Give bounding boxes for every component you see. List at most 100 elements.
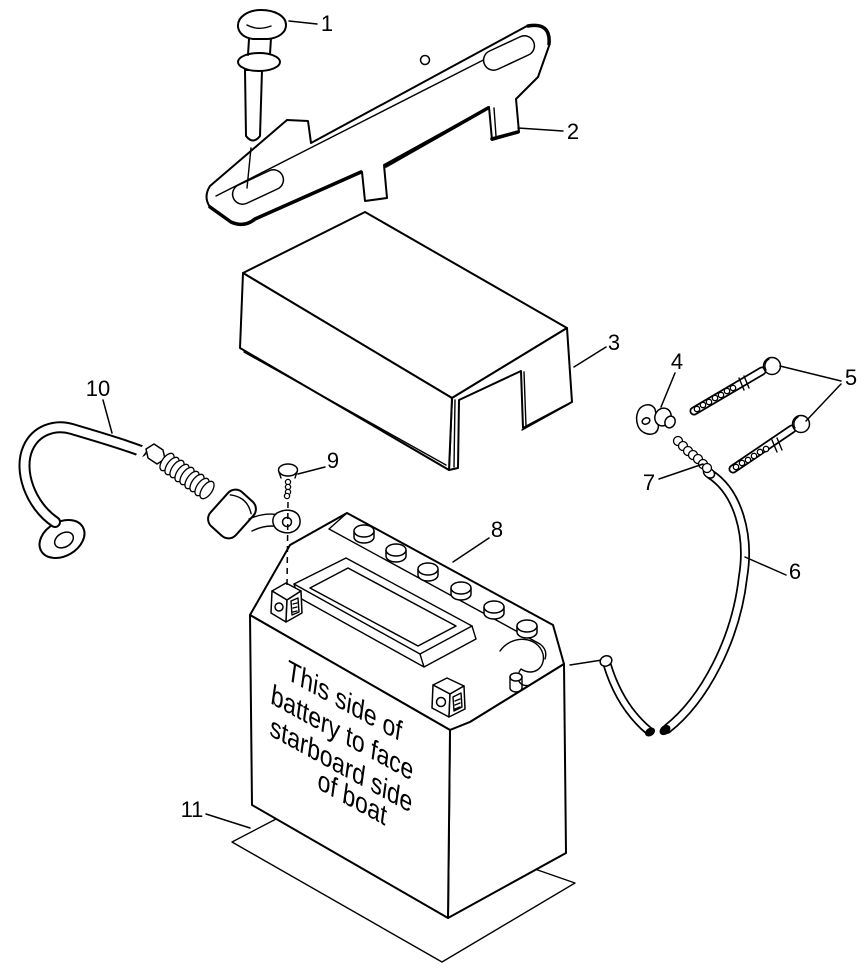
vent-cap	[353, 524, 375, 538]
hose-open-end	[599, 655, 613, 667]
leader-line-3	[573, 346, 607, 368]
part-9-terminal-screw	[277, 463, 299, 587]
callout-7: 7	[643, 470, 655, 495]
cable-terminal-boot	[207, 488, 257, 540]
bolt-head	[236, 9, 287, 40]
tray-island	[309, 567, 457, 647]
bolt-washer	[237, 52, 281, 72]
bracket-slot-left	[231, 169, 285, 205]
fitting-hole	[641, 417, 651, 425]
screw-thread	[283, 492, 291, 500]
screw-thread	[762, 445, 770, 453]
cable-spring-boot	[159, 452, 215, 500]
cover-right-face	[448, 327, 573, 471]
terminal-thread-detail	[290, 597, 300, 616]
hose-main	[662, 469, 750, 734]
battery-vent-rail	[328, 512, 547, 660]
callout-10: 10	[86, 376, 110, 401]
bracket-thick-edges	[208, 23, 551, 227]
vent-cap	[516, 619, 538, 633]
screw-upper	[689, 356, 782, 416]
screw-collar	[771, 437, 783, 453]
screw-thread	[723, 387, 731, 395]
screw-head	[762, 356, 782, 376]
battery-top-tray	[293, 557, 477, 668]
part-4-fitting	[635, 404, 676, 435]
screw-thread	[699, 401, 707, 409]
callout-2: 2	[567, 119, 579, 144]
battery-terminal-right	[431, 677, 466, 718]
part-2-bracket	[205, 23, 551, 227]
screw-thread	[738, 459, 746, 467]
screw-thread	[732, 463, 740, 471]
leader-line-1	[288, 20, 318, 25]
leader-line-11	[205, 813, 251, 829]
callout-11: 11	[181, 797, 204, 822]
vent-cap	[450, 581, 472, 595]
leader-line-4	[660, 372, 676, 408]
battery-vent-notch	[499, 638, 545, 693]
screw-head-detail	[793, 416, 799, 429]
part-5-screws	[689, 356, 811, 474]
leader-line-9	[297, 466, 326, 475]
screw-thread	[729, 384, 737, 392]
callout-8: 8	[491, 517, 503, 542]
callout-3: 3	[608, 330, 620, 355]
callout-6: 6	[789, 559, 801, 584]
vent-nipple-side	[509, 676, 523, 693]
screw-alignment-line	[286, 501, 289, 587]
vent-caps	[353, 524, 538, 639]
screw-head	[791, 414, 811, 434]
bolt-head-detail	[246, 24, 272, 29]
terminal-thread-detail	[452, 692, 463, 712]
screw-thread	[750, 452, 758, 460]
cable-wire-fill	[20, 423, 145, 526]
leader-line-6	[744, 556, 787, 576]
bolt-insert-line	[246, 147, 252, 189]
screw-thread	[693, 405, 701, 413]
boot-top-detail	[229, 494, 252, 515]
callout-9: 9	[327, 448, 339, 473]
terminal-hole	[435, 696, 447, 708]
callouts: 1 2 3 4 5 6 7 8 9 10 11	[86, 11, 857, 829]
leader-line-5	[779, 365, 842, 422]
leader-line-2	[517, 127, 564, 132]
bracket-slot-right	[482, 35, 536, 71]
screw-head-detail	[764, 358, 770, 371]
hose-tip	[659, 724, 671, 736]
hose-tip	[644, 727, 656, 737]
vent-cap	[417, 562, 439, 576]
part-10-battery-cable	[18, 421, 301, 559]
part-3-battery-cover	[239, 211, 573, 471]
callout-4: 4	[671, 349, 683, 374]
callout-5: 5	[845, 365, 857, 390]
hose-main-fill	[663, 470, 749, 733]
part-8-battery: This side of battery to face starboard s…	[249, 512, 567, 919]
cover-edge-details	[243, 351, 570, 468]
callout-1: 1	[321, 11, 333, 36]
vent-cap	[385, 543, 407, 557]
screw-thread	[744, 456, 752, 464]
bracket-lip-inner	[493, 107, 497, 137]
bolt-shaft	[244, 69, 263, 142]
battery-front-face	[249, 614, 451, 919]
boot-coil	[199, 480, 215, 500]
hose-short-piece-fill	[604, 661, 652, 734]
fitting-barrel-end	[664, 415, 676, 429]
leader-line-7	[658, 463, 704, 480]
screw-thread	[705, 398, 713, 406]
battery-terminal-left	[270, 582, 303, 623]
part-1-bolt	[236, 9, 287, 189]
spring-coil	[701, 462, 713, 474]
cable-break-gap	[135, 439, 153, 459]
cable-ring-hole	[53, 531, 75, 549]
cover-front-face	[239, 272, 453, 471]
bracket-fold-line	[215, 48, 506, 197]
vent-cap	[483, 600, 505, 614]
screw-thread	[717, 391, 725, 399]
screw-lower	[728, 414, 811, 474]
bracket-hole	[419, 54, 431, 66]
vent-nipple	[509, 672, 523, 682]
